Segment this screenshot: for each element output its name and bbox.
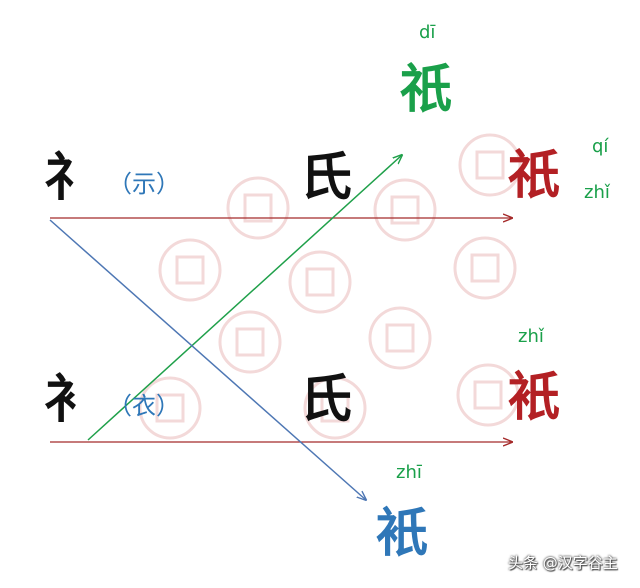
red-top-result-char: 祇 <box>508 145 561 206</box>
blue-result-char: 衹 <box>376 503 429 564</box>
top-middle-component: 氏 <box>300 147 353 208</box>
bottom-middle-component: 氏 <box>300 369 353 430</box>
seal-watermark <box>158 238 222 302</box>
bottom-left-radical: 衤 <box>44 369 97 430</box>
seal-watermark <box>456 363 520 427</box>
top-left-paren-label: （示） <box>108 170 180 198</box>
green-result-char: 祇 <box>400 59 453 120</box>
red-bottom-result-char: 衹 <box>508 367 561 428</box>
seal-watermark <box>303 376 367 440</box>
seal-watermark <box>218 310 282 374</box>
credit-watermark: 头条 @汉字谷主 <box>508 554 618 572</box>
top-left-radical: 礻 <box>44 147 97 208</box>
seal-watermark <box>458 133 522 197</box>
blue-arrow <box>49 219 366 500</box>
seal-watermark <box>138 376 202 440</box>
green-arrow <box>87 155 402 441</box>
green-pinyin: dī <box>419 22 436 43</box>
seal-watermark <box>226 176 290 240</box>
seal-watermark <box>288 250 352 314</box>
seal-watermark <box>453 236 517 300</box>
blue-pinyin: zhī <box>396 462 422 483</box>
seal-watermark <box>373 178 437 242</box>
red-top-pinyin-1: qí <box>592 136 609 157</box>
red-bottom-pinyin: zhǐ <box>518 326 544 347</box>
red-top-pinyin-2: zhǐ <box>584 182 610 203</box>
bottom-left-paren-label: （衣） <box>108 392 180 420</box>
seal-watermark <box>368 306 432 370</box>
